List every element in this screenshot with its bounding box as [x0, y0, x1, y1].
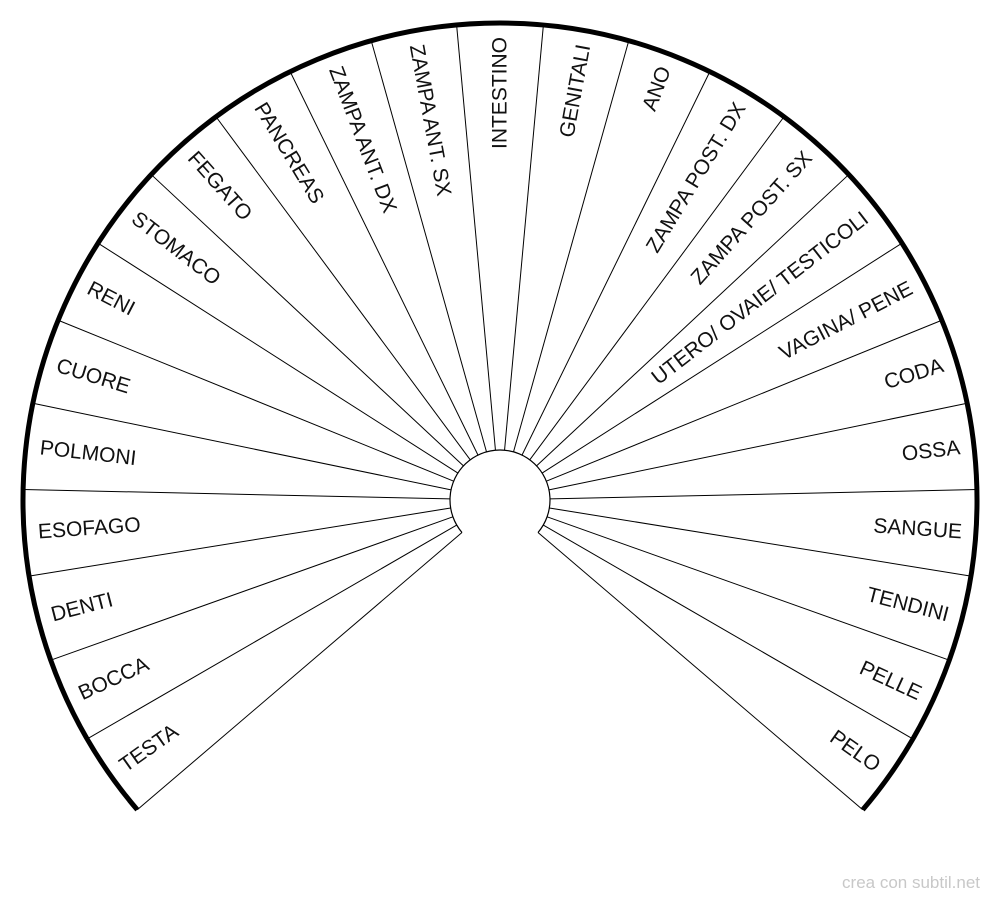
sector-label: PELLE — [856, 657, 925, 705]
sector-divider — [541, 242, 903, 474]
sector-divider — [543, 524, 914, 740]
sector-divider — [136, 532, 463, 811]
sector-label: RENI — [84, 277, 139, 320]
outer-arc — [20, 20, 980, 812]
sector-divider — [549, 507, 971, 577]
credit-text: crea con subtil.net — [842, 873, 980, 892]
sector-divider — [86, 524, 457, 740]
sector-divider — [546, 516, 950, 661]
sector-label: CUORE — [54, 354, 133, 398]
sector-label: GENITALI — [556, 43, 596, 140]
sector-label: SANGUE — [873, 514, 963, 543]
sector-divider — [150, 174, 464, 467]
sector-divider — [546, 319, 943, 482]
sector-divider — [215, 116, 471, 461]
sector-divider — [23, 489, 451, 500]
sector-label: DENTI — [49, 588, 116, 626]
sector-divider — [529, 116, 785, 461]
sector-label: STOMACO — [127, 207, 225, 290]
sector-divider — [513, 40, 630, 452]
sector-divider — [289, 71, 479, 456]
sector-divider — [29, 507, 451, 577]
sector-label: INTESTINO — [489, 37, 512, 149]
sector-divider — [32, 402, 452, 491]
sector-label: PANCREAS — [250, 98, 329, 207]
sector-divider — [97, 242, 459, 474]
sector-label: TESTA — [115, 720, 182, 777]
sector-divider — [370, 40, 487, 452]
sector-label: CODA — [882, 354, 947, 394]
sector-divider — [537, 532, 864, 811]
sector-label: ZAMPA ANT. DX — [324, 63, 401, 216]
sector-label: BOCCA — [75, 653, 152, 705]
sector-label: TENDINI — [864, 583, 951, 626]
sector-label: ESOFAGO — [37, 513, 141, 543]
sector-label: ZAMPA ANT. SX — [405, 43, 455, 198]
sector-label: ANO — [638, 63, 676, 114]
sector-label: POLMONI — [39, 436, 138, 470]
sector-label: FEGATO — [183, 147, 256, 225]
sector-divider — [536, 174, 850, 467]
sector-label: VAGINA/ PENE — [776, 277, 917, 365]
sector-divider — [548, 402, 968, 491]
sector-divider — [57, 319, 454, 482]
sector-divider — [549, 489, 977, 500]
sector-divider — [50, 516, 454, 661]
sector-divider — [521, 71, 711, 456]
sector-label: PELO — [826, 726, 885, 777]
sector-label: OSSA — [901, 436, 962, 465]
sector-divider — [456, 24, 496, 451]
sector-divider — [504, 24, 544, 451]
inner-arc — [449, 449, 551, 533]
